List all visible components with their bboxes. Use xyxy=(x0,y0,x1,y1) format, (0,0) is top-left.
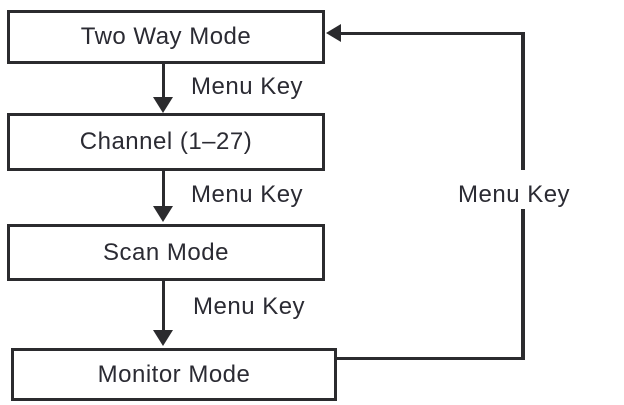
flow-box-label: Monitor Mode xyxy=(97,360,251,388)
loopback-line-bottom xyxy=(337,357,525,360)
arrow-down-icon xyxy=(153,97,173,113)
edge-label-menu-key-2: Menu Key xyxy=(191,181,304,209)
flow-box-label: Scan Mode xyxy=(103,238,229,266)
flow-box-scan-mode: Scan Mode xyxy=(7,224,325,281)
arrow-line-scan-to-monitor xyxy=(162,280,165,333)
arrow-line-channel-to-scan xyxy=(162,170,165,209)
flow-box-channel: Channel (1–27) xyxy=(7,113,325,171)
flow-box-label: Two Way Mode xyxy=(80,23,252,50)
edge-label-menu-key-3: Menu Key xyxy=(193,293,306,321)
loopback-line-vertical-lower xyxy=(521,209,525,360)
arrow-line-two-way-to-channel xyxy=(162,63,165,99)
edge-label-menu-key-loop: Menu Key xyxy=(458,181,571,209)
loopback-line-vertical-upper xyxy=(521,32,525,170)
arrow-down-icon xyxy=(153,330,173,346)
flow-box-monitor-mode: Monitor Mode xyxy=(11,348,337,401)
flow-box-two-way-mode: Two Way Mode xyxy=(7,10,325,64)
arrow-left-icon xyxy=(326,24,341,42)
loopback-line-top xyxy=(339,32,525,35)
edge-label-menu-key-1: Menu Key xyxy=(191,73,304,101)
flow-box-label: Channel (1–27) xyxy=(79,128,253,155)
arrow-down-icon xyxy=(153,206,173,222)
